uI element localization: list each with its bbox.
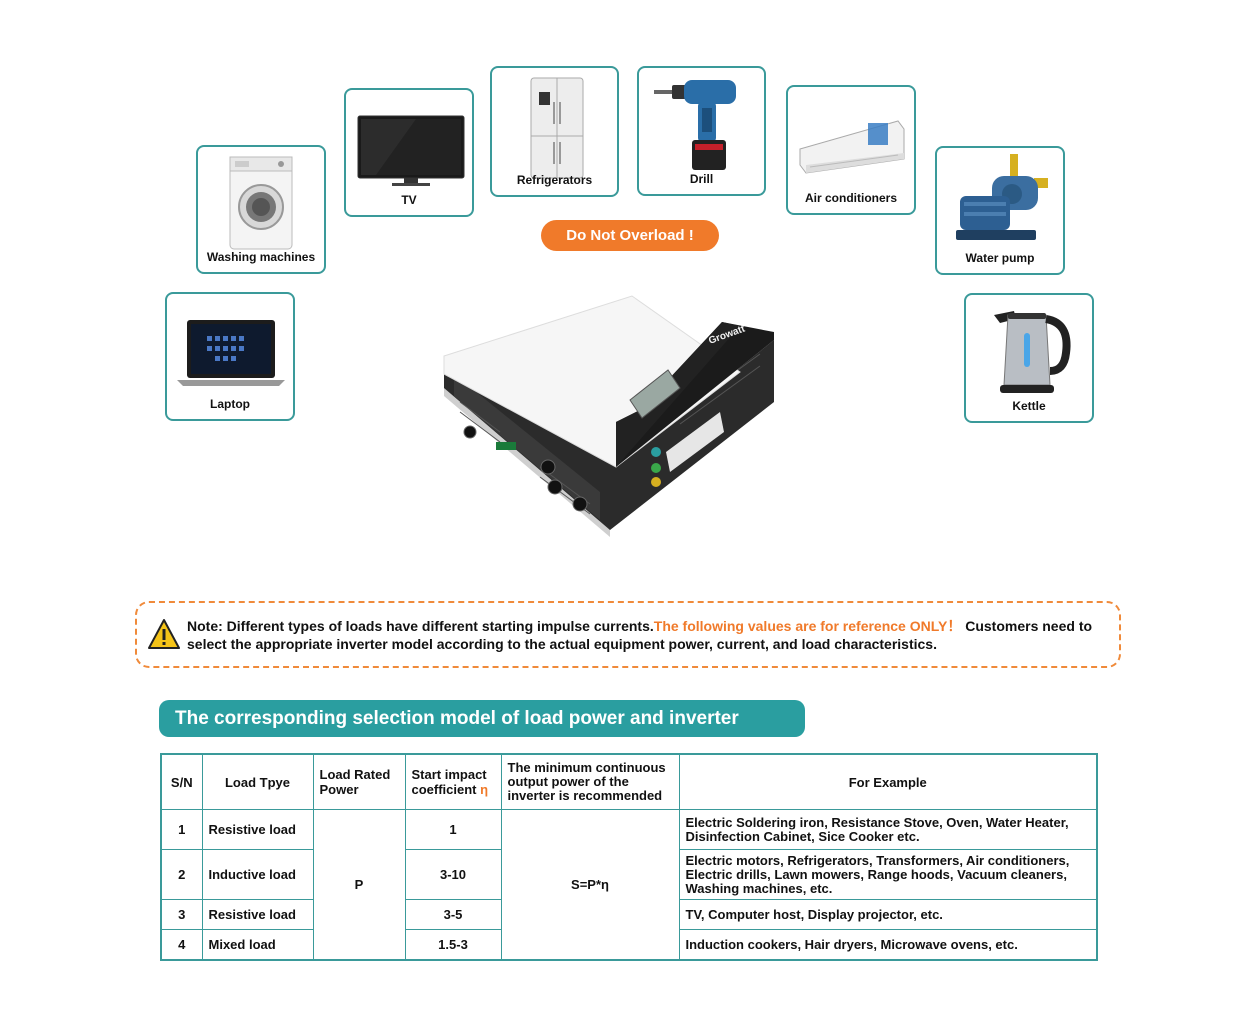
washing-machine-icon [229,156,293,250]
row-type: Resistive load [201,899,314,930]
refrigerator-card: Refrigerators [490,66,619,197]
note-part1: Note: Different types of loads have diff… [187,618,654,634]
table-header-row: S/N Load Tpye Load Rated Power Start imp… [160,753,1098,810]
row-example: Electric Soldering iron, Resistance Stov… [678,809,1098,850]
header-eta: η [480,782,489,797]
tv-card: TV [344,88,474,217]
row-example: Induction cookers, Hair dryers, Microwav… [678,929,1098,960]
header-sn: S/N [160,753,203,810]
row-type: Inductive load [201,849,314,900]
selection-table: S/N Load Tpye Load Rated Power Start imp… [160,753,1098,961]
row-example: Electric motors, Refrigerators, Transfor… [678,849,1098,900]
header-min-power: The minimum continuous output power of t… [500,753,680,810]
row-coef: 1.5-3 [404,929,502,960]
formula-cell: S=P*η [500,809,680,960]
header-load-type: Load Tpye [201,753,314,810]
air-conditioner-icon [799,120,905,174]
header-example: For Example [678,753,1098,810]
header-rated-power: Load Rated Power [312,753,406,810]
kettle-card: Kettle [964,293,1094,423]
header-impact: Start impact coefficient η [404,753,502,810]
row-type: Resistive load [201,809,314,850]
kettle-icon [994,311,1071,393]
kettle-label: Kettle [1012,399,1046,413]
water-pump-card: Water pump [935,146,1065,275]
inverter-image: Growatt [443,295,774,537]
row-example: TV, Computer host, Display projector, et… [678,899,1098,930]
note-box: Note: Different types of loads have diff… [135,601,1121,668]
warning-icon [148,619,180,649]
table-row: 1 Resistive load P 1 S=P*η Electric Sold… [160,809,1098,960]
rated-power-cell: P [312,809,406,960]
refrigerators-label: Refrigerators [516,173,593,187]
tv-label: TV [401,193,417,207]
row-coef: 3-10 [404,849,502,900]
washing-machines-label: Washing machines [206,250,316,264]
row-type: Mixed load [201,929,314,960]
water-pump-label: Water pump [965,251,1035,265]
row-sn: 2 [160,849,203,900]
refrigerator-icon [530,77,584,179]
drill-card: Drill [637,66,766,196]
section-title: The corresponding selection model of loa… [159,700,805,737]
drill-icon [654,80,736,170]
row-sn: 4 [160,929,203,960]
table-row: 4 Mixed load 1.5-3 Induction cookers, Ha… [160,929,1098,960]
washing-machine-card: Washing machines [196,145,326,274]
air-conditioners-label: Air conditioners [804,191,897,205]
air-conditioner-card: Air conditioners [786,85,916,215]
note-part2: Customers need to select the appropriate… [187,618,1093,652]
do-not-overload-badge: Do Not Overload ! [541,220,719,251]
tv-icon [357,115,465,186]
row-sn: 1 [160,809,203,850]
laptop-label: Laptop [210,397,250,411]
drill-label: Drill [689,172,714,186]
note-text: Note: Different types of loads have diff… [187,617,1109,653]
laptop-icon [177,320,285,386]
note-highlight: The following values are for reference O… [653,618,962,634]
row-coef: 3-5 [404,899,502,930]
header-impact-text: Start impact coefficient [411,767,487,797]
laptop-card: Laptop [165,292,295,421]
row-coef: 1 [404,809,502,850]
row-sn: 3 [160,899,203,930]
water-pump-icon [956,154,1048,240]
